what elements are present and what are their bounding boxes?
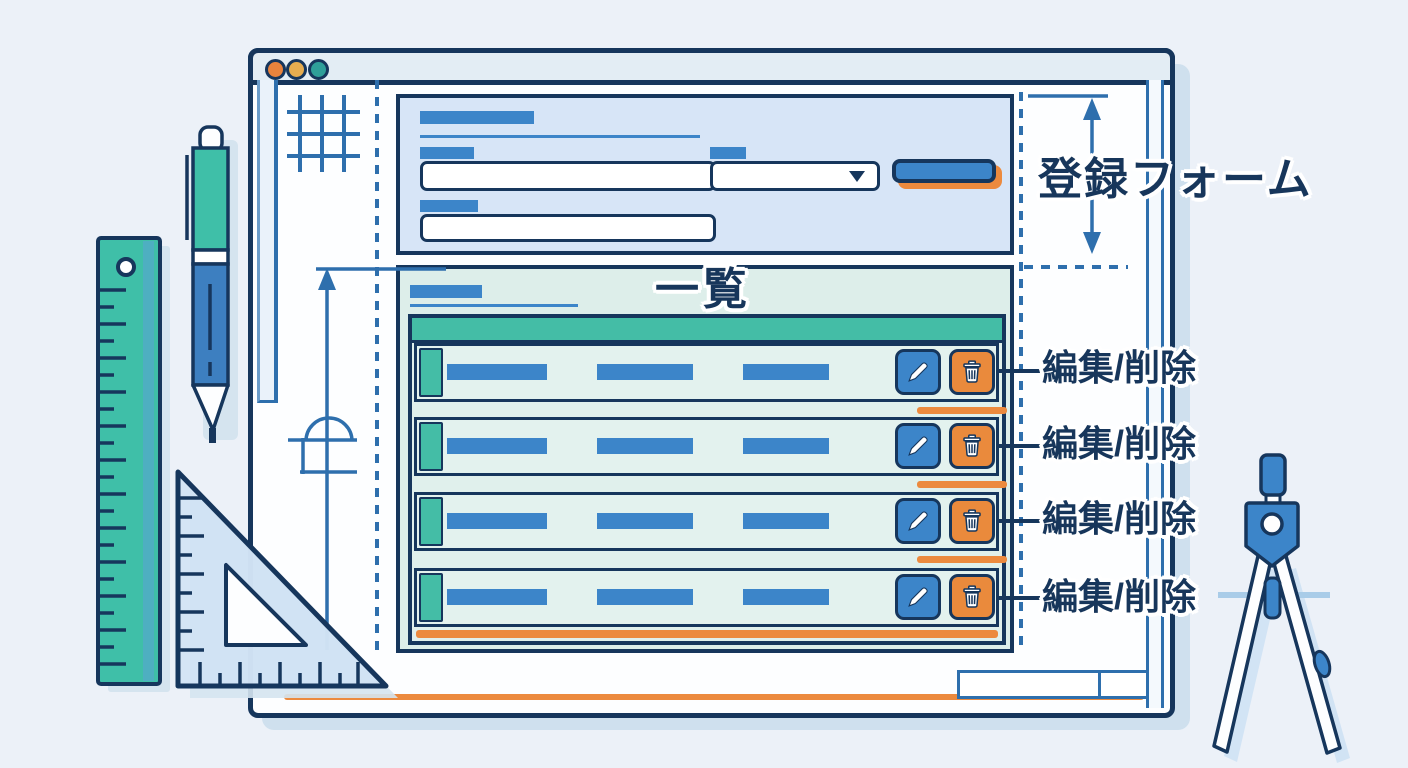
cell-placeholder: [447, 589, 547, 605]
cell-placeholder: [743, 364, 829, 380]
row-accent-bar: [419, 497, 443, 546]
table-row: [414, 343, 999, 402]
pen-illustration: [185, 125, 238, 443]
cell-placeholder: [597, 589, 693, 605]
row-action-label: 編集/削除: [1042, 347, 1197, 388]
text-input-2[interactable]: [420, 214, 716, 242]
trash-icon: [963, 509, 981, 532]
compass-illustration: [1212, 453, 1350, 763]
pencil-icon: [908, 362, 928, 382]
titlebar-dot-teal[interactable]: [308, 59, 329, 80]
table-row: [414, 492, 999, 551]
field-label-placeholder: [420, 200, 478, 212]
select-dropdown[interactable]: [710, 161, 880, 191]
delete-button[interactable]: [949, 349, 995, 395]
edit-button[interactable]: [895, 574, 941, 620]
form-section-label: 登録フォーム: [1038, 155, 1313, 204]
pencil-icon: [908, 587, 928, 607]
left-sidebar-strip: [257, 80, 278, 403]
submit-button[interactable]: [892, 159, 996, 183]
table-row: [414, 568, 999, 627]
pencil-icon: [908, 436, 928, 456]
text-input-1[interactable]: [420, 161, 716, 191]
list-section-label: 一覧: [655, 265, 751, 314]
footer-title-block: [957, 670, 1149, 699]
edit-button[interactable]: [895, 423, 941, 469]
edit-button[interactable]: [895, 349, 941, 395]
registration-form-panel: [396, 94, 1014, 255]
cell-placeholder: [743, 589, 829, 605]
table-row: [414, 417, 999, 476]
title-block-divider: [1098, 673, 1101, 696]
trash-icon: [963, 360, 981, 383]
titlebar-dot-amber[interactable]: [286, 59, 307, 80]
row-orange-underline: [917, 481, 1007, 488]
row-action-label: 編集/削除: [1042, 498, 1197, 539]
list-title-rule: [410, 304, 578, 307]
edit-button[interactable]: [895, 498, 941, 544]
dropdown-caret-icon: [849, 171, 865, 182]
delete-button[interactable]: [949, 498, 995, 544]
form-title-placeholder: [420, 111, 534, 124]
list-table: [408, 314, 1007, 645]
cell-placeholder: [597, 364, 693, 380]
field-label-placeholder: [710, 147, 746, 159]
titlebar-dot-orange[interactable]: [265, 59, 286, 80]
cell-placeholder: [447, 438, 547, 454]
cell-placeholder: [743, 513, 829, 529]
delete-button[interactable]: [949, 423, 995, 469]
footer-orange-rule: [284, 694, 1144, 700]
window-titlebar: [248, 48, 1175, 85]
row-orange-underline: [917, 407, 1007, 414]
row-action-label: 編集/削除: [1042, 423, 1197, 464]
field-label-placeholder: [420, 147, 474, 159]
cell-placeholder: [597, 513, 693, 529]
row-orange-underline: [917, 556, 1007, 563]
form-title-rule: [420, 135, 700, 138]
table-bottom-orange-bar: [416, 630, 998, 638]
list-title-placeholder: [410, 285, 482, 298]
row-accent-bar: [419, 422, 443, 471]
row-accent-bar: [419, 573, 443, 622]
ruler-illustration: [96, 236, 170, 692]
row-action-label: 編集/削除: [1042, 576, 1197, 617]
cell-placeholder: [743, 438, 829, 454]
pencil-icon: [908, 511, 928, 531]
cell-placeholder: [597, 438, 693, 454]
delete-button[interactable]: [949, 574, 995, 620]
table-header: [412, 318, 1002, 343]
trash-icon: [963, 434, 981, 457]
row-accent-bar: [419, 348, 443, 397]
cell-placeholder: [447, 513, 547, 529]
cell-placeholder: [447, 364, 547, 380]
scrollbar-strip[interactable]: [1146, 80, 1164, 708]
trash-icon: [963, 585, 981, 608]
